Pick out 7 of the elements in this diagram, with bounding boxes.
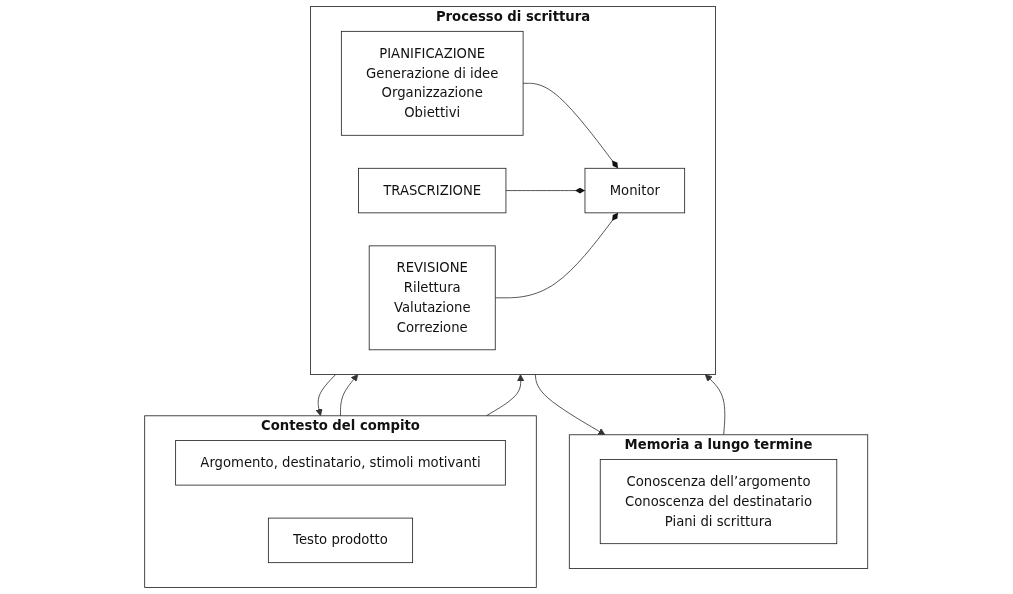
node-box: Testo prodotto bbox=[268, 517, 414, 564]
node-box: TRASCRIZIONE bbox=[358, 167, 507, 214]
node-box: Monitor bbox=[584, 167, 686, 214]
node-box: PIANIFICAZIONE Generazione di idee Organizzazione Obiettivi bbox=[341, 30, 524, 136]
node-box: REVISIONE Rilettura Valutazione Correzione bbox=[369, 245, 496, 351]
node-box: Argomento, destinatario, stimoli motivanti bbox=[175, 440, 507, 486]
node-box: Conoscenza dell’argomento Conoscenza del destinatario Piani di scrittura bbox=[600, 459, 838, 545]
